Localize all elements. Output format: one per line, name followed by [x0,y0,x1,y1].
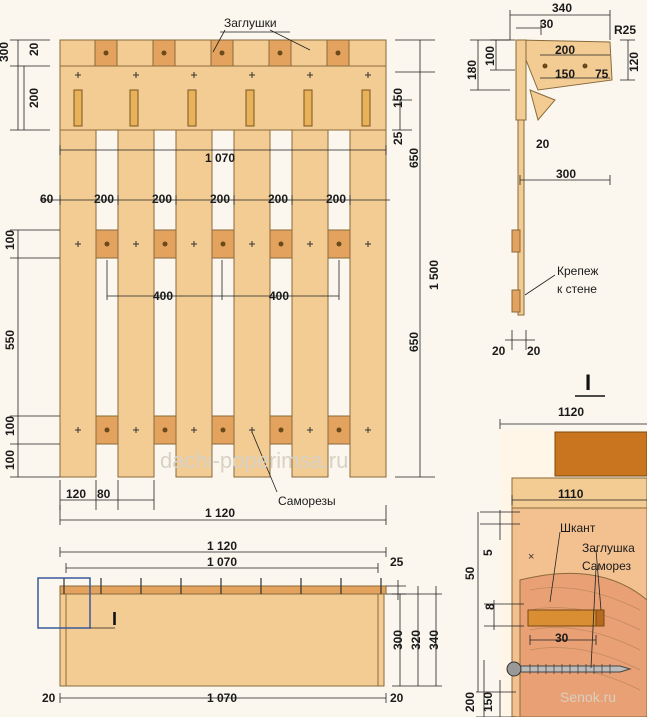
dim-width-inner: 1 070 [205,151,235,165]
dim-60: 60 [40,192,54,206]
dim-100-a: 100 [3,230,17,250]
detail-dim-50: 50 [463,566,477,580]
detail-dim-200: 200 [463,692,477,712]
label-wall-mount-1: Крепеж [557,264,598,278]
side-dim-100: 100 [483,46,497,66]
side-dim-75: 75 [595,67,609,81]
shelf-front [59,65,387,131]
side-dim-30: 30 [540,17,554,31]
dim-height-total: 1 500 [427,260,441,290]
detail-dim-150: 150 [481,692,495,712]
label-plugs: Заглушки [224,16,277,30]
side-dim-r25: R25 [614,23,636,37]
slat-4 [233,71,271,478]
side-dim-340: 340 [552,1,572,15]
side-slat [517,119,525,316]
slat-5 [291,71,329,478]
dim-650-bottom: 650 [407,332,421,352]
bottom-dim-1070-b: 1 070 [207,691,237,705]
dim-300: 300 [0,42,11,62]
detail-frame [37,577,91,629]
label-plug: Заглушка [582,541,635,555]
dim-20-top: 20 [27,42,41,56]
detail-dim-30: 30 [555,631,569,645]
watermark: dachi-poperimsa.ru [160,448,348,473]
bottom-dim-320: 320 [409,630,423,650]
detail-dim-1120: 1120 [558,405,584,419]
label-wall-mount-2: к стене [557,282,597,296]
detail-wood-grain [519,572,647,717]
detail-top-board [554,431,647,477]
dim-80: 80 [97,487,111,501]
dim-200-a: 200 [94,192,114,206]
dim-25: 25 [391,131,405,145]
slat-6 [349,71,387,478]
label-screw: Саморез [582,559,631,573]
dim-120: 120 [66,487,86,501]
bottom-dim-340: 340 [427,630,441,650]
dim-550: 550 [3,330,17,350]
side-view: 340 30 R25 180 100 200 120 150 75 20 300… [465,1,641,397]
detail-dim-5: 5 [481,549,495,556]
dim-200-e: 200 [326,192,346,206]
detail-marker-small: I [112,609,117,629]
slat-1 [59,71,97,478]
dim-150: 150 [391,88,405,108]
side-dim-300: 300 [556,167,576,181]
slat-2 [117,71,155,478]
side-dim-20-b: 20 [527,344,541,358]
detail-dim-1110: 1110 [558,487,584,501]
watermark-corner: Senok.ru [560,689,616,705]
label-dowel: Шкант [560,521,596,535]
detail-marker: I [585,370,591,395]
dim-100-c: 100 [3,450,17,470]
side-dim-120: 120 [627,52,641,72]
dim-200: 200 [27,88,41,108]
dim-650-top: 650 [407,148,421,168]
bottom-dim-300: 300 [391,630,405,650]
bottom-dim-1120: 1 120 [207,539,237,553]
label-screws: Саморезы [278,494,336,508]
dim-200-b: 200 [152,192,172,206]
top-edge [59,585,387,595]
dim-100-b: 100 [3,416,17,436]
side-dim-20: 20 [536,137,550,151]
side-dim-20-a: 20 [492,344,506,358]
bottom-dim-1070: 1 070 [207,555,237,569]
slat-3 [175,71,213,478]
shelf-box [65,593,379,687]
dim-width-total: 1 120 [205,506,235,520]
bottom-dim-25: 25 [390,555,404,569]
dim-200-c: 200 [210,192,230,206]
front-view: 300 20 200 150 25 1 070 650 1 500 650 60… [0,16,441,525]
bottom-dim-20-b: 20 [390,691,404,705]
side-dim-180: 180 [465,60,479,80]
svg-text:×: × [528,551,534,563]
bottom-view: 1 120 1 070 25 300 320 340 20 20 1 070 I [37,539,442,705]
shelf-bracket [517,39,613,91]
bottom-dim-20-a: 20 [42,691,56,705]
side-dim-200: 200 [555,43,575,57]
dowel [527,609,597,627]
dim-400-b: 400 [269,289,289,303]
detail-dim-8: 8 [483,603,497,610]
dim-200-d: 200 [268,192,288,206]
detail-view: 1120 1110 5 50 8 30 200 150 × Шкант Загл… [463,405,647,717]
dim-400-a: 400 [153,289,173,303]
side-dim-150: 150 [555,67,575,81]
